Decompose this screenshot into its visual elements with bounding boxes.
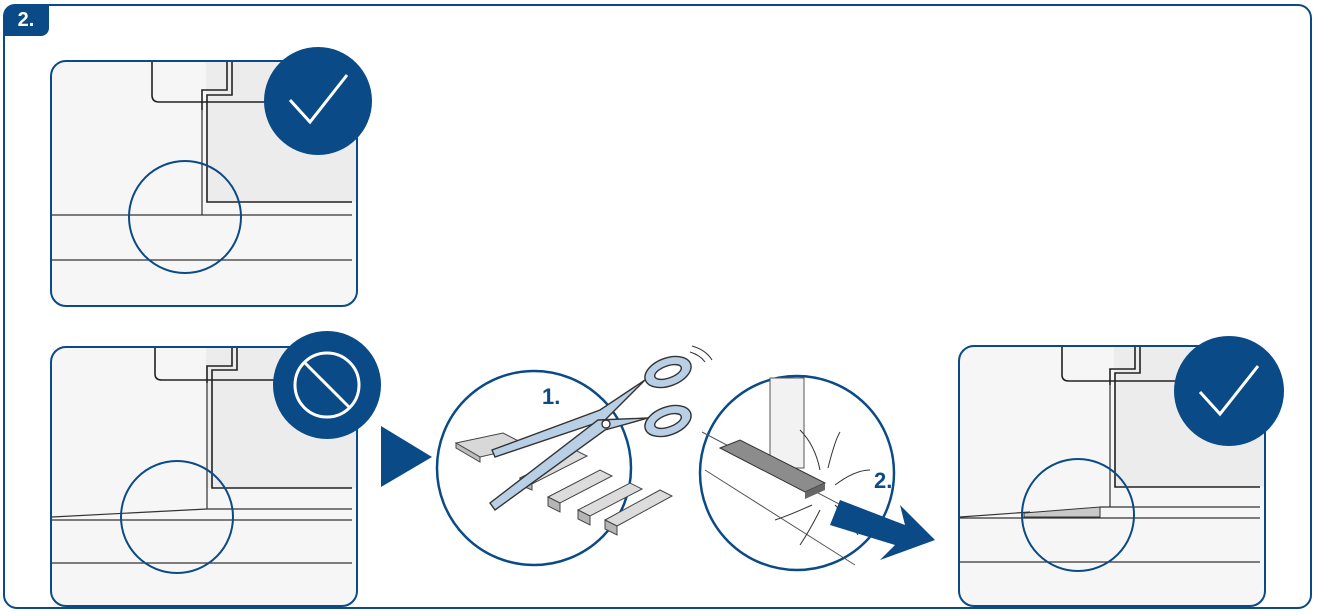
door-edge — [201, 62, 352, 203]
push-arrow-icon — [830, 500, 935, 560]
prohibited-icon — [273, 331, 381, 439]
door-edge — [1109, 347, 1260, 488]
shim — [1023, 506, 1101, 518]
appliance-outline — [154, 348, 274, 381]
check-icon — [1174, 336, 1284, 446]
play-arrow-icon — [381, 426, 432, 487]
step-frame — [3, 4, 1312, 609]
detail-circle — [120, 460, 234, 574]
cutting-detail: 1. — [435, 345, 713, 567]
detail-circle — [1021, 458, 1135, 572]
detail-circle — [128, 160, 242, 274]
appliance-outline — [1061, 347, 1182, 382]
step2-label: 2. — [874, 468, 892, 493]
door-edge — [206, 348, 352, 489]
cabinet-foot — [769, 377, 805, 469]
floor-tilted-line — [960, 511, 1031, 518]
floor-tilted-line — [52, 508, 208, 518]
insert-detail: 2. — [698, 374, 935, 572]
step1-label: 1. — [542, 384, 560, 409]
appliance-outline — [151, 62, 269, 103]
step-badge: 2. — [3, 4, 49, 36]
scissors — [489, 355, 692, 511]
